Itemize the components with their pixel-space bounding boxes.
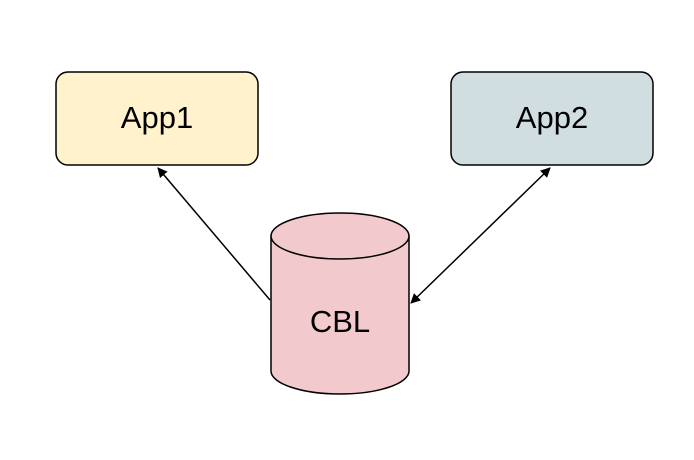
node-cbl-database: CBL <box>270 212 410 395</box>
node-app2-label: App2 <box>516 100 588 135</box>
node-app2: App2 <box>450 71 654 166</box>
node-app1-box <box>55 71 259 166</box>
node-cbl-label: CBL <box>310 304 370 339</box>
node-app1-label: App1 <box>121 100 193 135</box>
edge-cbl-to-app1 <box>157 167 271 301</box>
cylinder-body <box>270 235 410 395</box>
node-app1: App1 <box>55 71 259 166</box>
edge-cbl-app2 <box>410 167 551 304</box>
node-app2-box <box>450 71 654 166</box>
cylinder-top <box>270 212 410 260</box>
